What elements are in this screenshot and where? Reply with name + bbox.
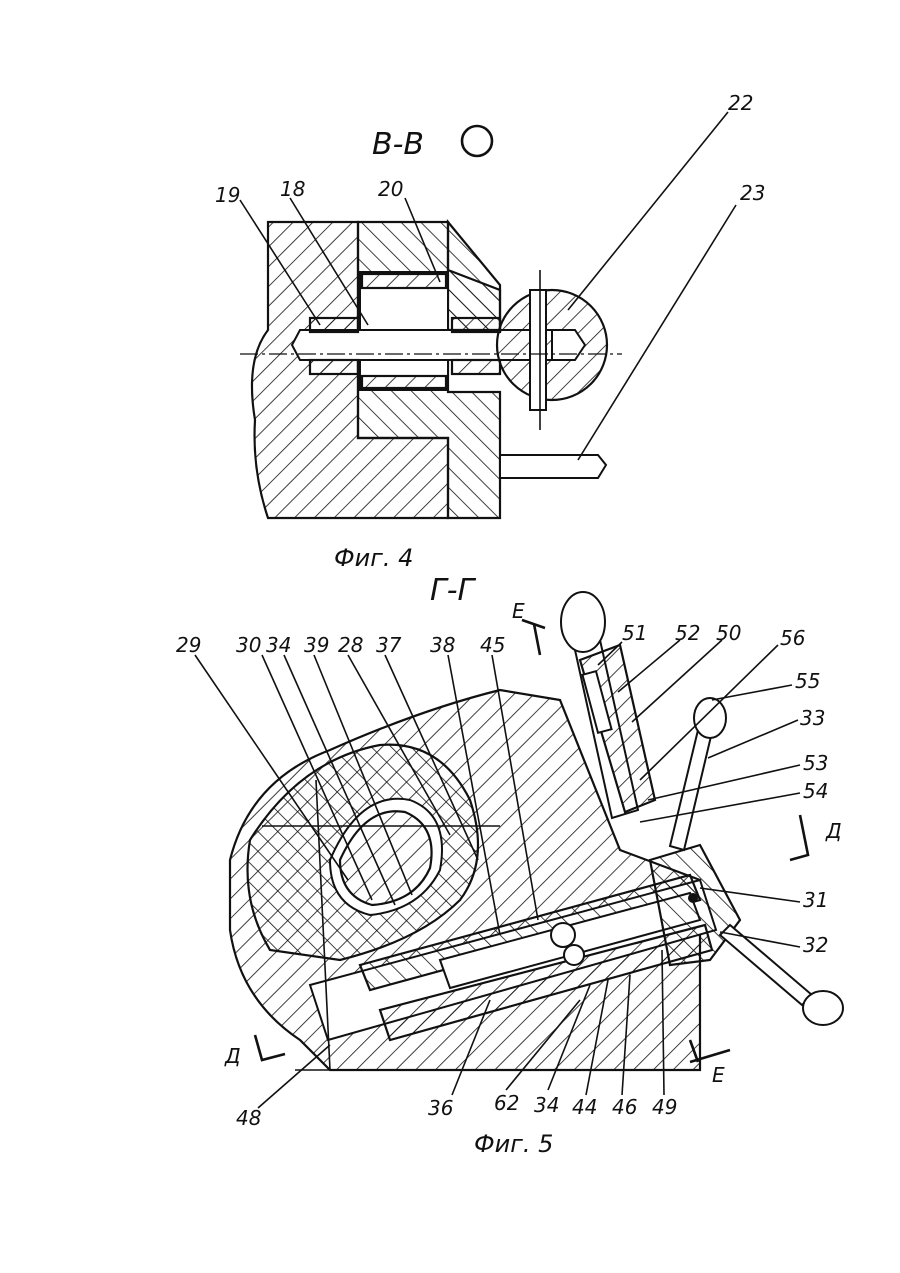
label-34-top: 34 xyxy=(266,633,291,657)
leader-56 xyxy=(640,645,778,780)
label-19: 19 xyxy=(215,183,240,207)
cut-mark-d-right xyxy=(790,815,808,860)
label-52: 52 xyxy=(675,621,700,645)
label-54: 54 xyxy=(803,779,828,803)
fig5-knob-upper xyxy=(561,592,605,652)
label-46: 46 xyxy=(612,1095,637,1119)
label-22: 22 xyxy=(728,91,753,115)
label-d-right: Д xyxy=(825,819,842,843)
label-39: 39 xyxy=(304,633,329,657)
fig5-pivot-dot xyxy=(688,893,698,903)
label-d-left: Д xyxy=(224,1044,241,1068)
figure-5: Г-Г Е Е xyxy=(176,573,843,1158)
label-36: 36 xyxy=(428,1096,453,1120)
label-29: 29 xyxy=(176,633,201,657)
leader-55 xyxy=(712,685,792,700)
leader-48 xyxy=(258,1045,330,1108)
label-18: 18 xyxy=(280,177,305,201)
label-e-bottom: Е xyxy=(712,1063,725,1087)
section-label-b-b: В-В xyxy=(372,127,424,162)
fig4-pin xyxy=(500,455,606,478)
figure-4: В-В 19 18 20 22 2 xyxy=(215,91,765,572)
fig4-bearing-right-bottom xyxy=(452,360,500,374)
section-label-g-g: Г-Г xyxy=(430,573,477,608)
label-44: 44 xyxy=(572,1095,597,1119)
fig5-marker-bottom xyxy=(564,945,584,965)
fig4-round-slot xyxy=(530,290,546,410)
fig5-knob-lower xyxy=(803,991,843,1025)
fig5-marker-top xyxy=(551,923,575,947)
caption-fig-5: Фиг. 5 xyxy=(474,1130,553,1158)
cut-mark-e-top xyxy=(522,620,545,655)
label-e-top: Е xyxy=(512,599,525,623)
label-56: 56 xyxy=(780,626,805,650)
label-45: 45 xyxy=(480,633,505,657)
label-33: 33 xyxy=(800,706,825,730)
leader-54 xyxy=(640,793,800,822)
leader-52 xyxy=(618,640,680,692)
label-30: 30 xyxy=(236,633,261,657)
leader-53 xyxy=(648,765,800,800)
label-48: 48 xyxy=(236,1106,261,1130)
fig4-roller-bottom xyxy=(362,376,446,388)
fig4-bearing-left-bottom xyxy=(310,360,358,374)
label-23: 23 xyxy=(740,181,765,205)
label-53: 53 xyxy=(803,751,828,775)
leader-22 xyxy=(568,112,728,310)
label-20: 20 xyxy=(378,177,403,201)
caption-fig-4: Фиг. 4 xyxy=(334,544,413,572)
label-55: 55 xyxy=(795,669,820,693)
fig4-slot-block xyxy=(448,222,500,330)
fig5-handle-lower xyxy=(720,925,812,1005)
label-38: 38 xyxy=(430,633,455,657)
label-31: 31 xyxy=(803,888,828,912)
label-51: 51 xyxy=(622,621,647,645)
view-circle-icon xyxy=(462,126,492,156)
fig4-bearing-right-top xyxy=(452,318,500,332)
label-34-bottom: 34 xyxy=(534,1093,559,1117)
label-28: 28 xyxy=(338,633,363,657)
label-50: 50 xyxy=(716,621,741,645)
label-62: 62 xyxy=(494,1091,519,1115)
fig5-knob-right xyxy=(694,698,726,738)
label-37: 37 xyxy=(376,633,402,657)
label-32: 32 xyxy=(803,933,828,957)
fig4-roller-top xyxy=(362,274,446,288)
label-49: 49 xyxy=(652,1095,677,1119)
cut-mark-d-left xyxy=(255,1035,285,1060)
